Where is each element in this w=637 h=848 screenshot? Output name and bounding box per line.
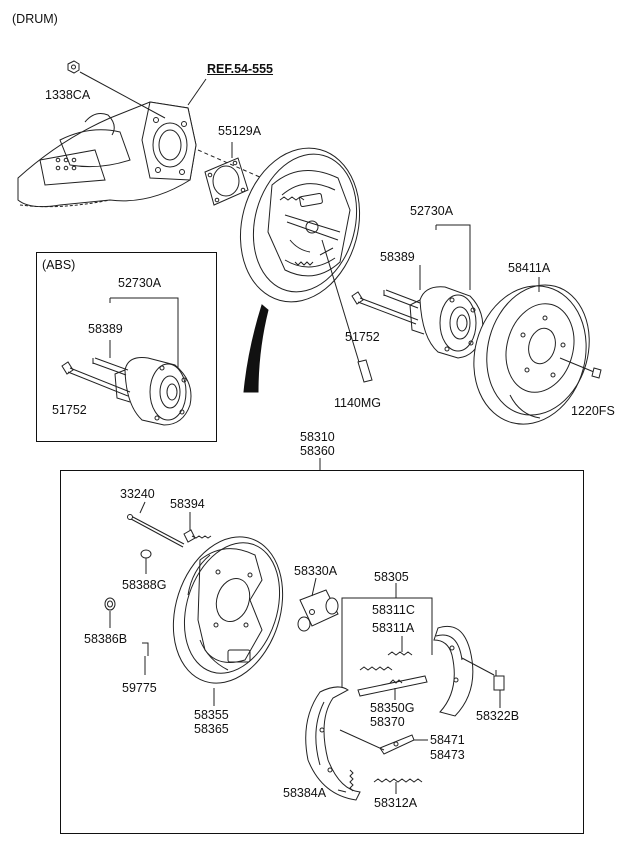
wheel-stud-abs [92,357,129,376]
clip-58322B [493,670,505,691]
brake-drum [473,284,590,425]
part-label-58386B[interactable]: 58386B [84,632,128,646]
part-label-58350G[interactable]: 58350G [370,701,415,715]
bolt-51752-abs [61,361,131,397]
part-label-52730A-abs[interactable]: 52730A [118,276,162,290]
part-label-58365[interactable]: 58365 [194,722,229,736]
hub-bearing-abs [114,357,192,426]
part-label-58471[interactable]: 58471 [430,733,465,747]
drum-brake-assembly [239,147,361,303]
part-label-58311C[interactable]: 58311C [372,603,415,617]
part-label-58355[interactable]: 58355 [194,708,229,722]
part-label-58384A[interactable]: 58384A [283,786,327,800]
part-label-1338CA[interactable]: 1338CA [45,88,91,102]
brake-shoe-left [305,686,361,801]
part-label-58388G[interactable]: 58388G [122,578,167,592]
adjuster-58350G [357,675,428,697]
part-label-58389-top[interactable]: 58389 [380,250,415,264]
part-label-58473[interactable]: 58473 [430,748,465,762]
brake-kit-frame [60,470,584,834]
bolt-51752-top [351,291,419,325]
variant-heading: (DRUM) [12,12,58,26]
part-label-51752-abs[interactable]: 51752 [52,403,87,417]
rear-axle-beam [17,101,197,208]
screw-1220FS [591,367,602,379]
nut-1338CA [67,60,80,74]
gasket-55129A [204,157,249,206]
reference-label[interactable]: REF.54-555 [207,62,274,76]
brake-shoe-right [433,625,474,717]
part-label-51752-top[interactable]: 51752 [345,330,380,344]
part-label-1220FS[interactable]: 1220FS [571,404,615,418]
abs-heading: (ABS) [42,258,76,272]
backing-plate [172,536,284,684]
part-label-58322B[interactable]: 58322B [476,709,520,723]
part-label-58411A[interactable]: 58411A [508,261,551,275]
part-label-58311A[interactable]: 58311A [372,621,415,635]
part-label-33240[interactable]: 33240 [120,487,155,501]
part-label-58310[interactable]: 58310 [300,430,335,444]
wheel-cylinder [297,589,339,632]
part-label-58394[interactable]: 58394 [170,497,205,511]
wheel-stud-top [383,289,421,309]
hub-bearing-top [409,286,484,359]
part-label-58330A[interactable]: 58330A [294,564,338,578]
pin-33240 [127,514,185,548]
part-label-58389-abs[interactable]: 58389 [88,322,123,336]
part-label-55129A[interactable]: 55129A [218,124,262,138]
part-label-59775[interactable]: 59775 [122,681,157,695]
bolt-58394 [183,529,212,543]
part-label-58312A[interactable]: 58312A [374,796,418,810]
part-label-52730A-top[interactable]: 52730A [410,204,454,218]
part-label-58305[interactable]: 58305 [374,570,409,584]
part-label-58360[interactable]: 58360 [300,444,335,458]
abs-variant-box [36,252,217,442]
part-label-1140MG[interactable]: 1140MG [334,396,382,410]
bolt-1140MG [357,359,373,383]
part-label-58370[interactable]: 58370 [370,715,405,729]
